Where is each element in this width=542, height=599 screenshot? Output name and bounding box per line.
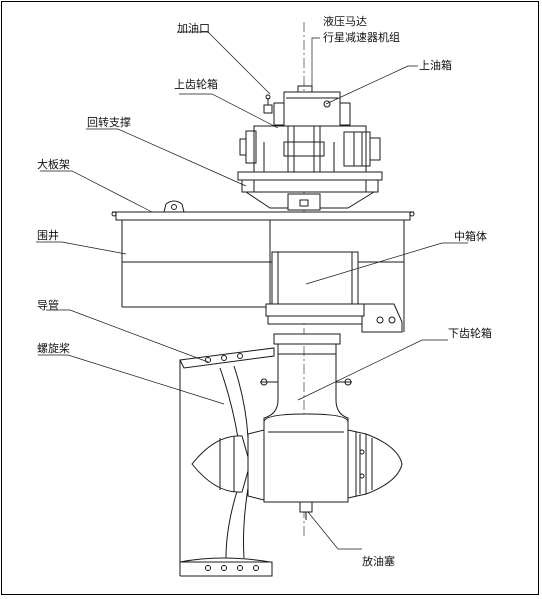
middle-box <box>265 251 403 333</box>
upper-gearbox <box>239 125 381 173</box>
lower-neck <box>260 333 352 422</box>
label-propeller: 螺旋桨 <box>37 342 70 355</box>
label-duct: 导管 <box>37 299 59 312</box>
label-lower-gearbox: 下齿轮箱 <box>448 327 492 340</box>
label-planetary-reducer: 行星减速器机组 <box>323 31 400 44</box>
propeller <box>191 365 251 559</box>
label-hydraulic-motor: 液压马达 <box>323 15 367 28</box>
label-oil-filler: 加油口 <box>177 22 210 35</box>
label-upper-oil-tank: 上油箱 <box>419 59 452 72</box>
label-main-frame: 大板架 <box>37 158 70 171</box>
hydraulic-motor-assembly <box>263 85 351 127</box>
leader-lines <box>36 31 468 550</box>
label-middle-box: 中箱体 <box>454 230 487 243</box>
label-well-enclosure: 围井 <box>37 229 59 242</box>
label-slewing-bearing: 回转支撑 <box>87 116 131 129</box>
slewing-bearing <box>237 171 383 211</box>
lower-gearbox <box>247 413 403 520</box>
duct <box>179 347 275 577</box>
label-upper-gearbox: 上齿轮箱 <box>174 78 218 91</box>
label-drain-plug: 放油塞 <box>362 555 395 568</box>
